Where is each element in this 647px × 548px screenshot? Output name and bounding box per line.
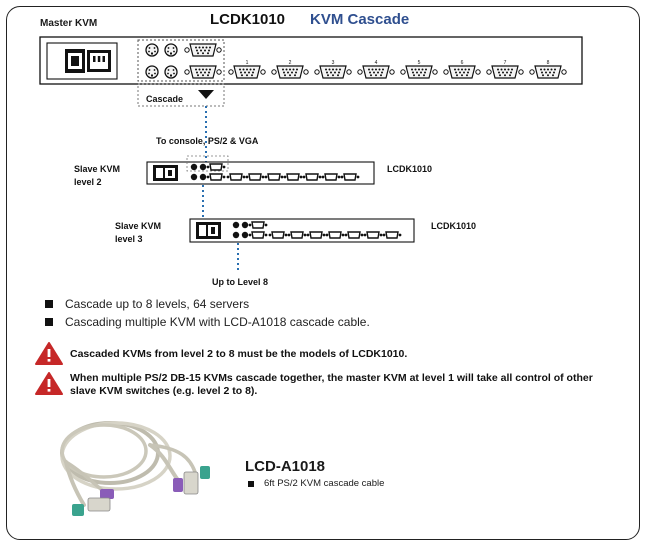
cable-model: LCD-A1018 bbox=[245, 458, 326, 475]
console-label: To console, PS/2 & VGA bbox=[156, 136, 259, 146]
bullet-text-2: Cascading multiple KVM with LCD-A1018 ca… bbox=[65, 315, 370, 329]
slave-kvm-level-2 bbox=[146, 155, 375, 185]
slave3-label-line2: level 3 bbox=[115, 234, 143, 244]
port-number: 2 bbox=[289, 60, 292, 66]
bullet-text-1: Cascade up to 8 levels, 64 servers bbox=[65, 297, 250, 311]
cable-description: 6ft PS/2 KVM cascade cable bbox=[264, 478, 385, 489]
cascade-label: Cascade bbox=[146, 94, 183, 104]
port-number: 1 bbox=[246, 60, 249, 66]
port-number-labels: 1 2 3 4 5 6 7 8 bbox=[246, 60, 550, 66]
warning-text-2-line1: When multiple PS/2 DB-15 KVMs cascade to… bbox=[70, 372, 593, 384]
master-kvm-label: Master KVM bbox=[40, 18, 98, 29]
warning-text-2-line2: slave KVM switches (e.g. level 2 to 8). bbox=[70, 385, 258, 397]
port-number: 7 bbox=[504, 60, 507, 66]
port-number: 8 bbox=[547, 60, 550, 66]
page-title-subtitle: KVM Cascade bbox=[310, 11, 410, 28]
slave2-model: LCDK1010 bbox=[387, 164, 432, 174]
slave-kvm-level-3 bbox=[189, 218, 415, 243]
page-title-model: LCDK1010 bbox=[210, 11, 286, 28]
port-number: 3 bbox=[332, 60, 335, 66]
cascade-cable-image bbox=[60, 421, 210, 516]
port-number: 6 bbox=[461, 60, 464, 66]
port-number: 5 bbox=[418, 60, 421, 66]
warning-text-1: Cascaded KVMs from level 2 to 8 must be … bbox=[70, 348, 408, 360]
warning-triangle-icon bbox=[35, 372, 63, 395]
vga-plug bbox=[87, 471, 199, 512]
ps2-plug-green bbox=[72, 466, 210, 516]
bullet-marker bbox=[248, 481, 254, 487]
ps2-plug-purple bbox=[100, 478, 183, 499]
page-frame bbox=[6, 6, 640, 540]
slave2-label-line2: level 2 bbox=[74, 177, 102, 187]
bullet-marker bbox=[45, 300, 53, 308]
master-kvm-device bbox=[39, 36, 583, 85]
cascade-arrow-icon bbox=[198, 90, 214, 99]
up-to-level-label: Up to Level 8 bbox=[212, 277, 268, 287]
bullet-marker bbox=[45, 318, 53, 326]
slave3-label-line1: Slave KVM bbox=[115, 221, 161, 231]
warning-triangle-icon bbox=[35, 342, 63, 365]
power-socket-icon bbox=[65, 49, 111, 73]
port-number: 4 bbox=[375, 60, 378, 66]
cascade-port-box bbox=[137, 83, 225, 107]
slave2-label-line1: Slave KVM bbox=[74, 164, 120, 174]
slave3-model: LCDK1010 bbox=[431, 221, 476, 231]
